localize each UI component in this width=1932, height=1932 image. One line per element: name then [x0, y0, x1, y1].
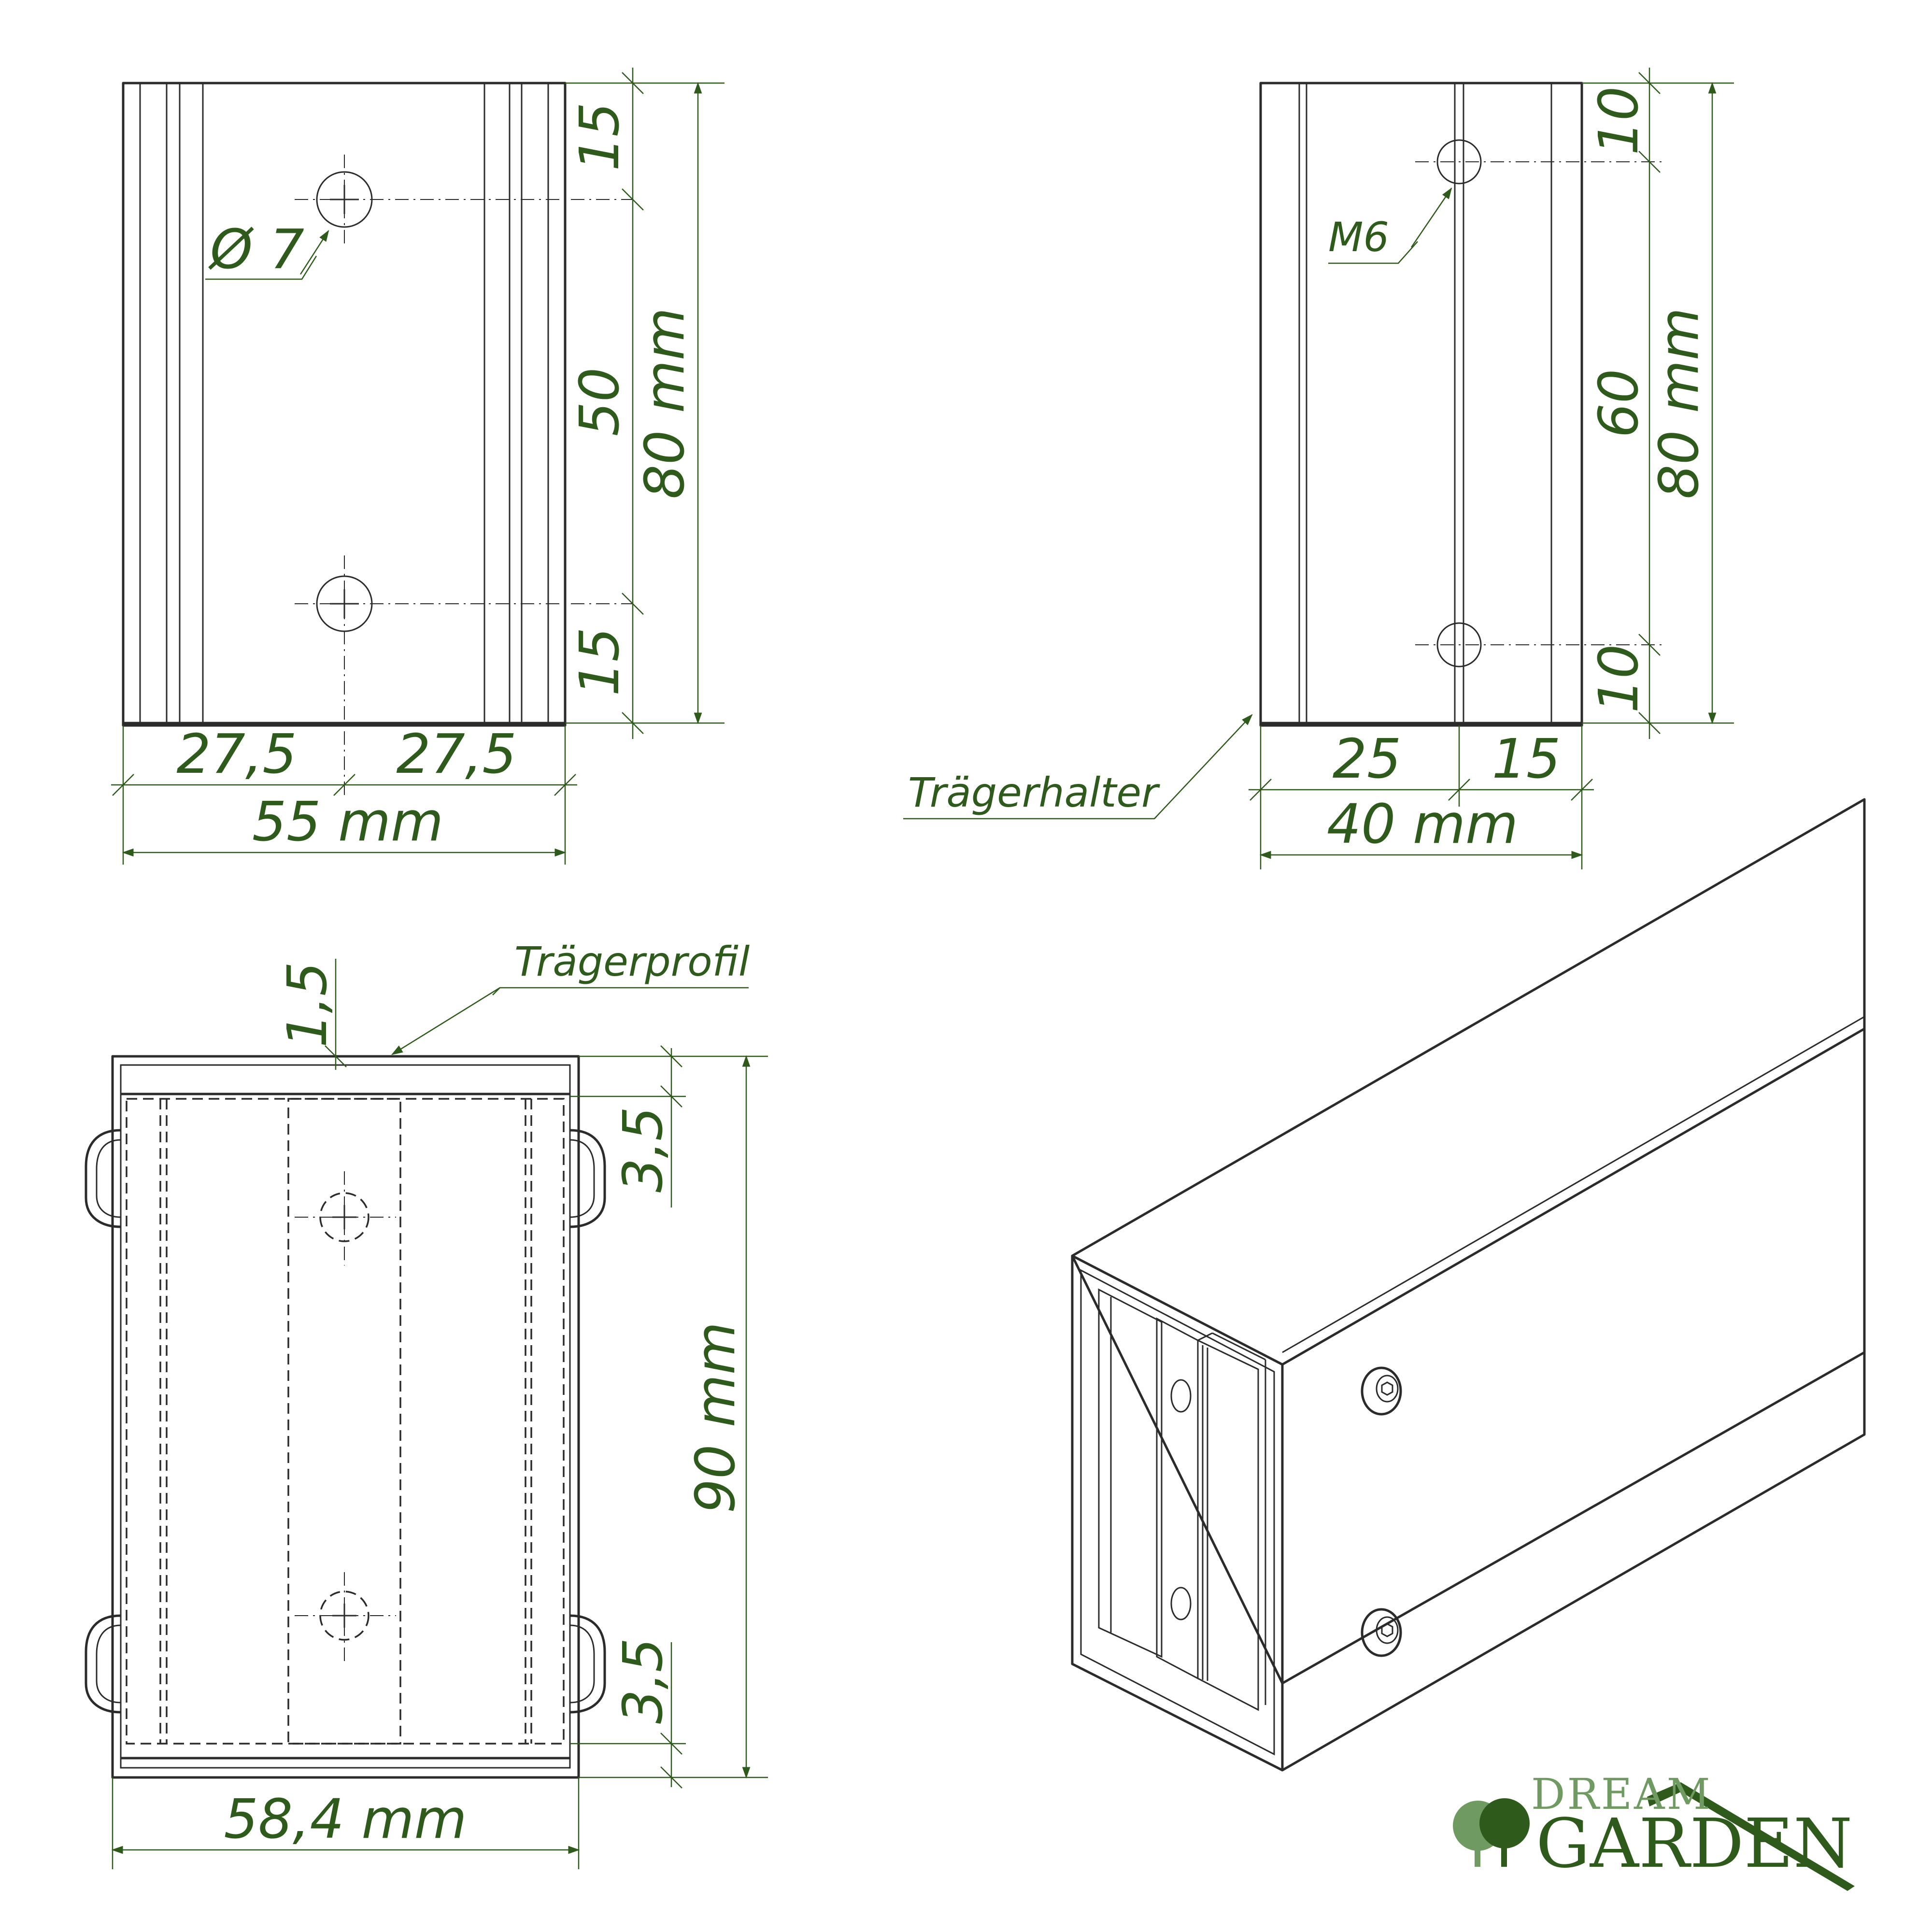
side-left-part: 25	[1333, 728, 1402, 791]
part-label-traegerprofil: Trägerprofil	[514, 938, 750, 985]
front-right-half: 27,5	[396, 723, 516, 786]
front-hole-spacing: 50	[568, 368, 631, 437]
section-gap-top: 3,5	[612, 1107, 675, 1193]
part-label-traegerhalter: Trägerhalter	[908, 769, 1160, 816]
thread-hole-top	[1436, 139, 1482, 185]
roof-icon	[1647, 1782, 1855, 1891]
front-hole-diameter: Ø 7	[208, 218, 304, 281]
section-view: 1,5 Trägerprofil 3,5 3,5 90 mm 58,4 mm	[85, 938, 768, 1869]
dream-garden-logo: DREAM GARDEN	[1453, 1769, 1855, 1891]
front-bottom-offset: 15	[568, 627, 631, 696]
tree-icon-dark	[1479, 1798, 1530, 1848]
side-right-part: 15	[1492, 728, 1561, 791]
section-gap-bottom: 3,5	[612, 1638, 675, 1724]
side-height: 80 mm	[1648, 308, 1711, 499]
front-top-offset: 15	[568, 102, 631, 171]
front-width: 55 mm	[252, 791, 443, 853]
thread-hole-bottom	[1436, 622, 1482, 668]
logo-garden: GARDEN	[1536, 1804, 1852, 1883]
section-height: 90 mm	[684, 1322, 747, 1513]
side-hole-spacing: 60	[1588, 369, 1650, 438]
section-width: 58,4 mm	[224, 1788, 467, 1851]
section-wall-thickness: 1,5	[276, 962, 339, 1048]
screw-top	[1361, 1366, 1402, 1416]
side-bottom-offset: 10	[1588, 644, 1650, 713]
side-thread-label: M6	[1328, 213, 1389, 261]
front-left-half: 27,5	[176, 723, 297, 786]
side-width: 40 mm	[1327, 793, 1518, 856]
front-height: 80 mm	[634, 308, 696, 499]
front-view: 15 50 15 80 mm Ø 7 27,5 27,5 55 mm	[111, 68, 724, 865]
side-view: 10 60 10 80 mm M6 25 15 40 mm Trägerhalt…	[903, 68, 1734, 869]
screw-bottom	[1361, 1608, 1402, 1657]
isometric-view	[1071, 798, 1866, 1772]
side-top-offset: 10	[1588, 86, 1650, 156]
logo-dream: DREAM	[1531, 1769, 1712, 1819]
